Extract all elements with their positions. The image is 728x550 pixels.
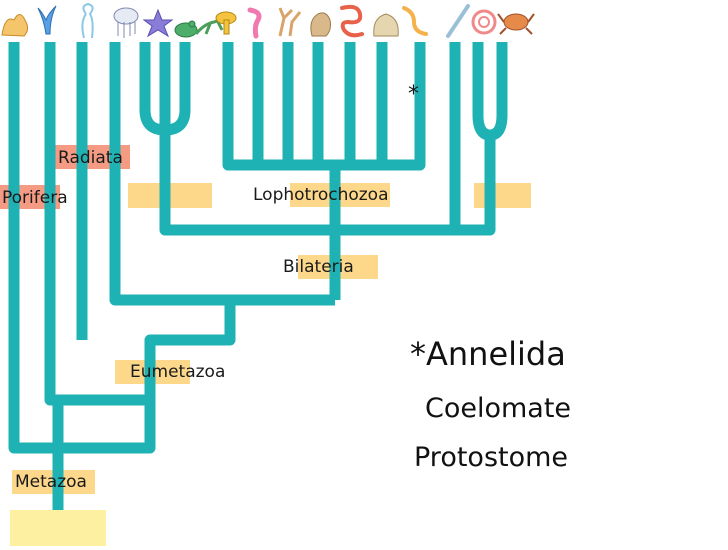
lophotrochozoa-label: Lophotrochozoa	[253, 185, 389, 205]
deuterostome-placeholder-box-right	[474, 183, 531, 208]
frog-icon	[174, 20, 198, 38]
jellyfish-icon	[113, 7, 139, 38]
snail-icon	[310, 12, 331, 37]
clam-icon	[373, 13, 399, 37]
porifera-label: Porifera	[2, 188, 68, 208]
sea-pen-icon	[446, 4, 470, 38]
bryozoan-icon	[278, 7, 302, 37]
eumetazoa-label: Eumetazoa	[130, 362, 226, 382]
root-highlight-box	[10, 510, 106, 546]
bilateria-label: Bilateria	[283, 257, 354, 277]
tree-branches	[8, 42, 508, 510]
radiata-label: Radiata	[58, 148, 123, 168]
legend-line-protostome: Protostome	[414, 442, 569, 473]
coil-worm-icon	[471, 9, 497, 35]
mushroom-coral-icon	[215, 11, 237, 35]
starfish-icon	[142, 8, 174, 38]
crab-icon	[497, 13, 535, 35]
earthworm-icon	[340, 4, 364, 38]
flatworm-icon	[247, 7, 262, 39]
sponge-icon	[1, 14, 29, 37]
nematode-icon	[402, 6, 428, 36]
organism-icons-row	[1, 2, 535, 39]
annelida-asterisk-marker: *	[408, 82, 419, 107]
sponge-tube-icon	[37, 5, 57, 35]
metazoa-label: Metazoa	[15, 472, 87, 492]
legend-title: *Annelida	[410, 335, 566, 373]
legend-line-coelomate: Coelomate	[425, 393, 572, 424]
hydra-icon	[81, 2, 94, 39]
